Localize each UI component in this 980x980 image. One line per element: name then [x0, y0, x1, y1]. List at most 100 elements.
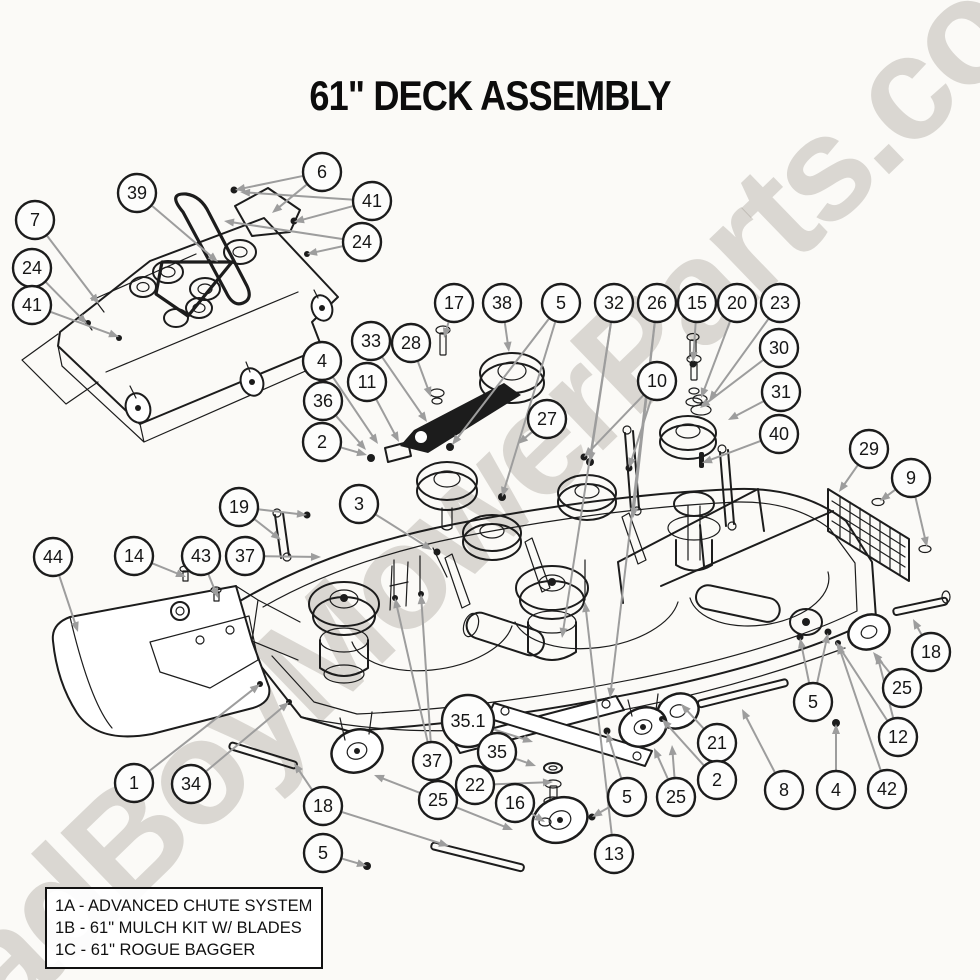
legend-box: 1A - ADVANCED CHUTE SYSTEM 1B - 61" MULC… [45, 887, 323, 969]
leader-line [258, 508, 299, 515]
callout-8: 8 [763, 769, 805, 811]
right-spindle-assembly [667, 491, 721, 572]
callout-10: 10 [636, 360, 678, 402]
leader-arrowhead [654, 748, 662, 759]
callout-25: 25 [417, 779, 459, 821]
callout-39: 39 [116, 172, 158, 214]
leader-line [46, 235, 95, 298]
callout-circle [759, 282, 801, 324]
callout-circle [113, 535, 155, 577]
callout-circle [351, 180, 393, 222]
callout-circle [113, 762, 155, 804]
leader-arrowhead [272, 203, 283, 213]
leader-line [800, 646, 810, 683]
leader-arrowhead [542, 778, 553, 787]
leader-line [417, 361, 429, 389]
leader-arrowhead [175, 569, 186, 577]
leader-arrowhead [356, 439, 366, 450]
center-spindle-assembly [515, 565, 589, 661]
callout-number: 41 [22, 295, 42, 315]
callout-number: 5 [622, 787, 632, 807]
leader-arrowhead [307, 247, 318, 256]
callout-number: 18 [921, 642, 941, 662]
leader-line [494, 781, 545, 786]
leader-line [843, 464, 859, 486]
callout-7: 7 [14, 199, 56, 241]
callout-number: 38 [492, 293, 512, 313]
callout-circle [433, 282, 475, 324]
callout-number: 37 [235, 546, 255, 566]
callout-number: 9 [906, 468, 916, 488]
callout-circle [593, 833, 635, 875]
leader-line [671, 753, 676, 778]
callout-41: 41 [351, 180, 393, 222]
leader-line [630, 399, 652, 460]
leader-arrowhead [518, 434, 529, 444]
leader-line [686, 709, 705, 729]
callout-number: 5 [556, 293, 566, 313]
callout-number: 13 [604, 844, 624, 864]
leader-arrowhead [702, 455, 713, 464]
leader-line [515, 757, 528, 764]
leader-line [916, 626, 923, 635]
leader-arrowhead [423, 386, 432, 397]
leader-line [381, 356, 423, 416]
leader-arrowhead [606, 732, 614, 743]
callout-number: 24 [352, 232, 372, 252]
small-deck-drawing [21, 186, 339, 443]
callout-number: 27 [537, 409, 557, 429]
leader-arrowhead [356, 859, 367, 868]
callout-circle [910, 631, 952, 673]
leader-arrowhead [77, 314, 87, 324]
callout-20: 20 [716, 282, 758, 324]
callout-28: 28 [390, 322, 432, 364]
callout-circle [877, 716, 919, 758]
roller-assemblies [462, 584, 823, 657]
callout-42: 42 [866, 768, 908, 810]
leader-line [745, 716, 776, 773]
leader-arrowhead [502, 822, 513, 830]
leader-line [248, 191, 353, 201]
leader-line [503, 322, 509, 344]
leader-line [298, 769, 313, 790]
callout-number: 42 [877, 779, 897, 799]
callout-circle [170, 763, 212, 805]
callout-number: 41 [362, 191, 382, 211]
leader-arrowhead [728, 411, 739, 420]
leader-arrowhead [294, 763, 303, 774]
callout-11: 11 [346, 361, 388, 403]
callout-number: 24 [22, 258, 42, 278]
callout-number: 18 [313, 796, 333, 816]
callout-4: 4 [301, 340, 343, 382]
front-chute [51, 508, 311, 738]
callout-number: 10 [647, 371, 667, 391]
callout-3: 3 [338, 483, 380, 525]
callout-circle [341, 221, 383, 263]
callout-circle [848, 428, 890, 470]
callout-number: 4 [317, 351, 327, 371]
leader-arrowhead [421, 541, 432, 550]
callout-number: 39 [127, 183, 147, 203]
callout-circle [676, 282, 718, 324]
callout-circle [218, 486, 260, 528]
leader-line [205, 707, 283, 772]
callout-number: 35 [487, 742, 507, 762]
callout-16: 16 [494, 782, 536, 824]
leader-line [58, 575, 77, 624]
callout-4: 4 [815, 769, 857, 811]
leader-line [840, 648, 888, 721]
callout-number: 17 [444, 293, 464, 313]
leader-line [332, 377, 374, 438]
leader-line [914, 497, 926, 539]
callout-circle [454, 764, 496, 806]
leader-line [839, 652, 882, 771]
callout-number: 28 [401, 333, 421, 353]
leader-line [667, 725, 705, 766]
legend-item-1c: 1C - 61" ROGUE BAGGER [55, 941, 256, 959]
callout-44: 44 [32, 536, 74, 578]
callout-5: 5 [792, 681, 834, 723]
leader-line [243, 175, 303, 190]
callout-number: 25 [892, 678, 912, 698]
